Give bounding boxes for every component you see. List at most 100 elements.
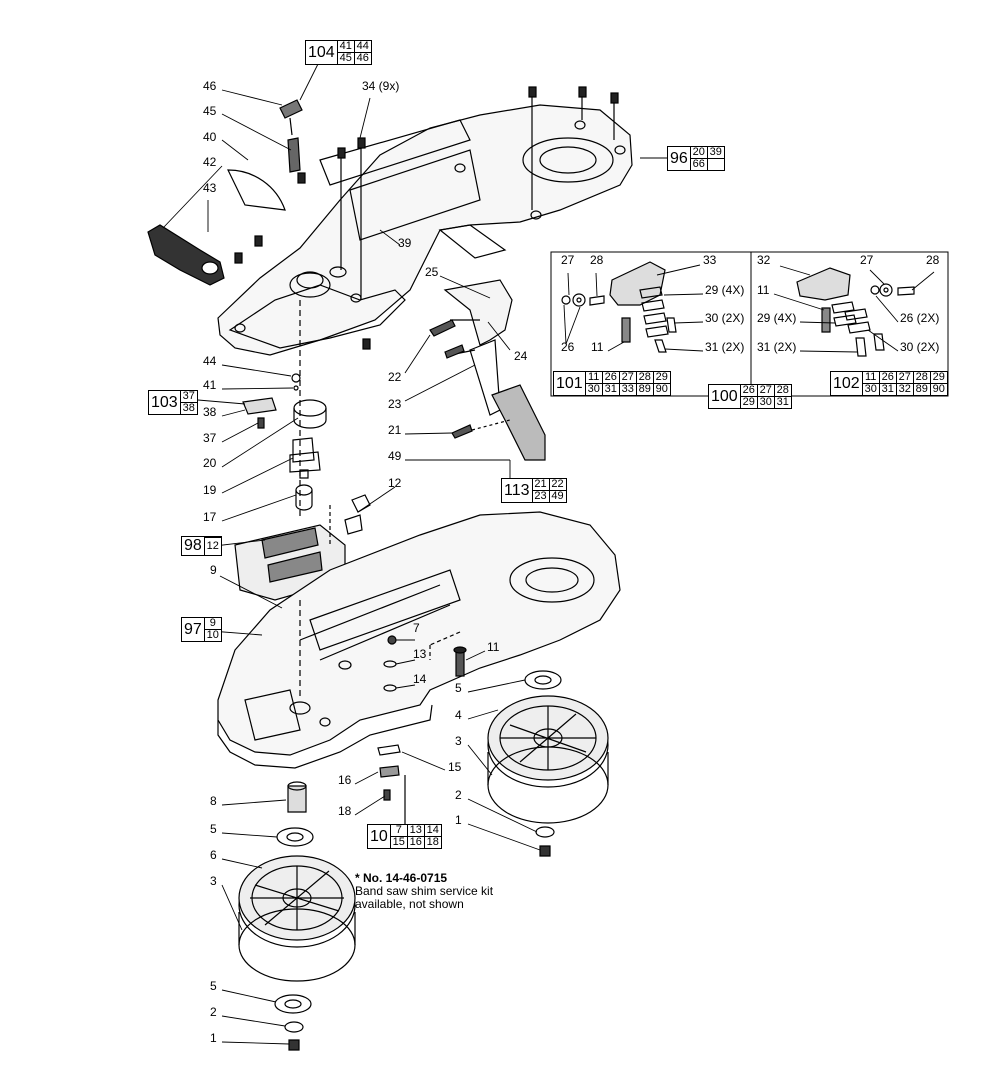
part-label: 40	[203, 130, 217, 144]
kit-component: 28	[773, 385, 791, 397]
part-label: 41	[203, 378, 217, 392]
part-label: 2	[210, 1005, 217, 1019]
part-label: 7	[413, 621, 420, 635]
kit-number: 98	[182, 537, 205, 555]
part-label: 31 (2X)	[705, 340, 745, 354]
kit-number: 97	[182, 618, 205, 641]
part-label: 46	[203, 79, 217, 93]
kit-component: 20	[690, 147, 708, 159]
kit-component: 33	[618, 383, 637, 395]
kit-number: 101	[554, 372, 586, 395]
part-label: 44	[203, 354, 217, 368]
kit-component: 31	[601, 383, 620, 395]
kit-component: 9	[204, 618, 221, 630]
part-label: 5	[210, 979, 217, 993]
part-label: 8	[210, 794, 217, 808]
part-label: 11	[757, 283, 770, 297]
part-label: 20	[203, 456, 217, 470]
kit-component: 66	[690, 158, 708, 170]
kit-component: 46	[353, 52, 371, 64]
housing-screws	[234, 86, 619, 350]
upper-housing	[217, 104, 633, 356]
kit-component: 12	[204, 537, 221, 555]
tension-knob	[147, 99, 303, 286]
tension-shaft-stack	[242, 300, 371, 535]
kit-component: 31	[773, 396, 791, 408]
part-label: 6	[210, 848, 217, 862]
part-label: 2	[455, 788, 462, 802]
part-label: 21	[388, 423, 402, 437]
part-label: 26 (2X)	[900, 311, 940, 325]
kit-component: 28	[912, 372, 931, 384]
part-label: 25	[425, 265, 439, 279]
kit-component: 90	[652, 383, 670, 395]
part-label: 19	[203, 483, 217, 497]
kit-component: 11	[862, 372, 880, 384]
kit-component: 18	[423, 836, 441, 848]
part-label: 43	[203, 181, 217, 195]
lower-housing	[217, 511, 621, 769]
part-label: 5	[210, 822, 217, 836]
inset-left-assembly	[561, 261, 677, 353]
kit-component: 29	[740, 396, 758, 408]
part-label: 4	[455, 708, 462, 722]
kit-component: 90	[929, 383, 947, 395]
part-label: 13	[413, 647, 427, 661]
part-label: 24	[514, 349, 528, 363]
part-label: 17	[203, 510, 217, 524]
kit-component: 26	[740, 385, 758, 397]
kit-component: 28	[635, 372, 654, 384]
lower-wheel-assembly	[238, 781, 356, 1051]
part-label: 37	[203, 431, 217, 445]
kit-component: 29	[652, 372, 670, 384]
part-label: 38	[203, 405, 217, 419]
kit-component: 89	[635, 383, 654, 395]
kit-component: 26	[601, 372, 620, 384]
part-label: 3	[455, 734, 462, 748]
kit-component: 41	[337, 41, 355, 53]
kit-component: 37	[180, 390, 197, 403]
kit-component: 27	[756, 385, 775, 397]
kit-component: 49	[548, 490, 566, 502]
part-label: 39	[398, 236, 412, 250]
kit-component: 14	[423, 825, 441, 837]
note-line-1: * No. 14-46-0715	[355, 871, 448, 885]
kit-number: 113	[502, 479, 533, 502]
kit-component: 39	[706, 147, 724, 159]
kit-component: 30	[862, 383, 880, 395]
part-label: 3	[210, 874, 217, 888]
note-line-3: available, not shown	[355, 897, 464, 911]
kit-number: 10	[368, 825, 391, 848]
part-label: 12	[388, 476, 402, 490]
kit-component: 45	[337, 52, 355, 64]
kit-component: 32	[895, 383, 914, 395]
kit-number: 100	[709, 385, 741, 408]
part-label: 30 (2X)	[900, 340, 940, 354]
part-label: 30 (2X)	[705, 311, 745, 325]
kit-component: 7	[390, 825, 408, 837]
kit-component: 27	[895, 372, 914, 384]
part-label: 32	[757, 253, 771, 267]
upper-wheel-assembly	[487, 670, 609, 857]
kit-component: 16	[406, 836, 425, 848]
part-label: 1	[210, 1031, 217, 1045]
leader-lines	[162, 63, 935, 1045]
kit-number: 104	[306, 41, 338, 64]
part-label: 14	[413, 672, 427, 686]
part-label: 22	[388, 370, 402, 384]
kit-component: 31	[878, 383, 897, 395]
part-label: 42	[203, 155, 217, 169]
kit-component: 22	[548, 479, 566, 491]
kit-component: 29	[929, 372, 947, 384]
part-label: 9	[210, 563, 217, 577]
